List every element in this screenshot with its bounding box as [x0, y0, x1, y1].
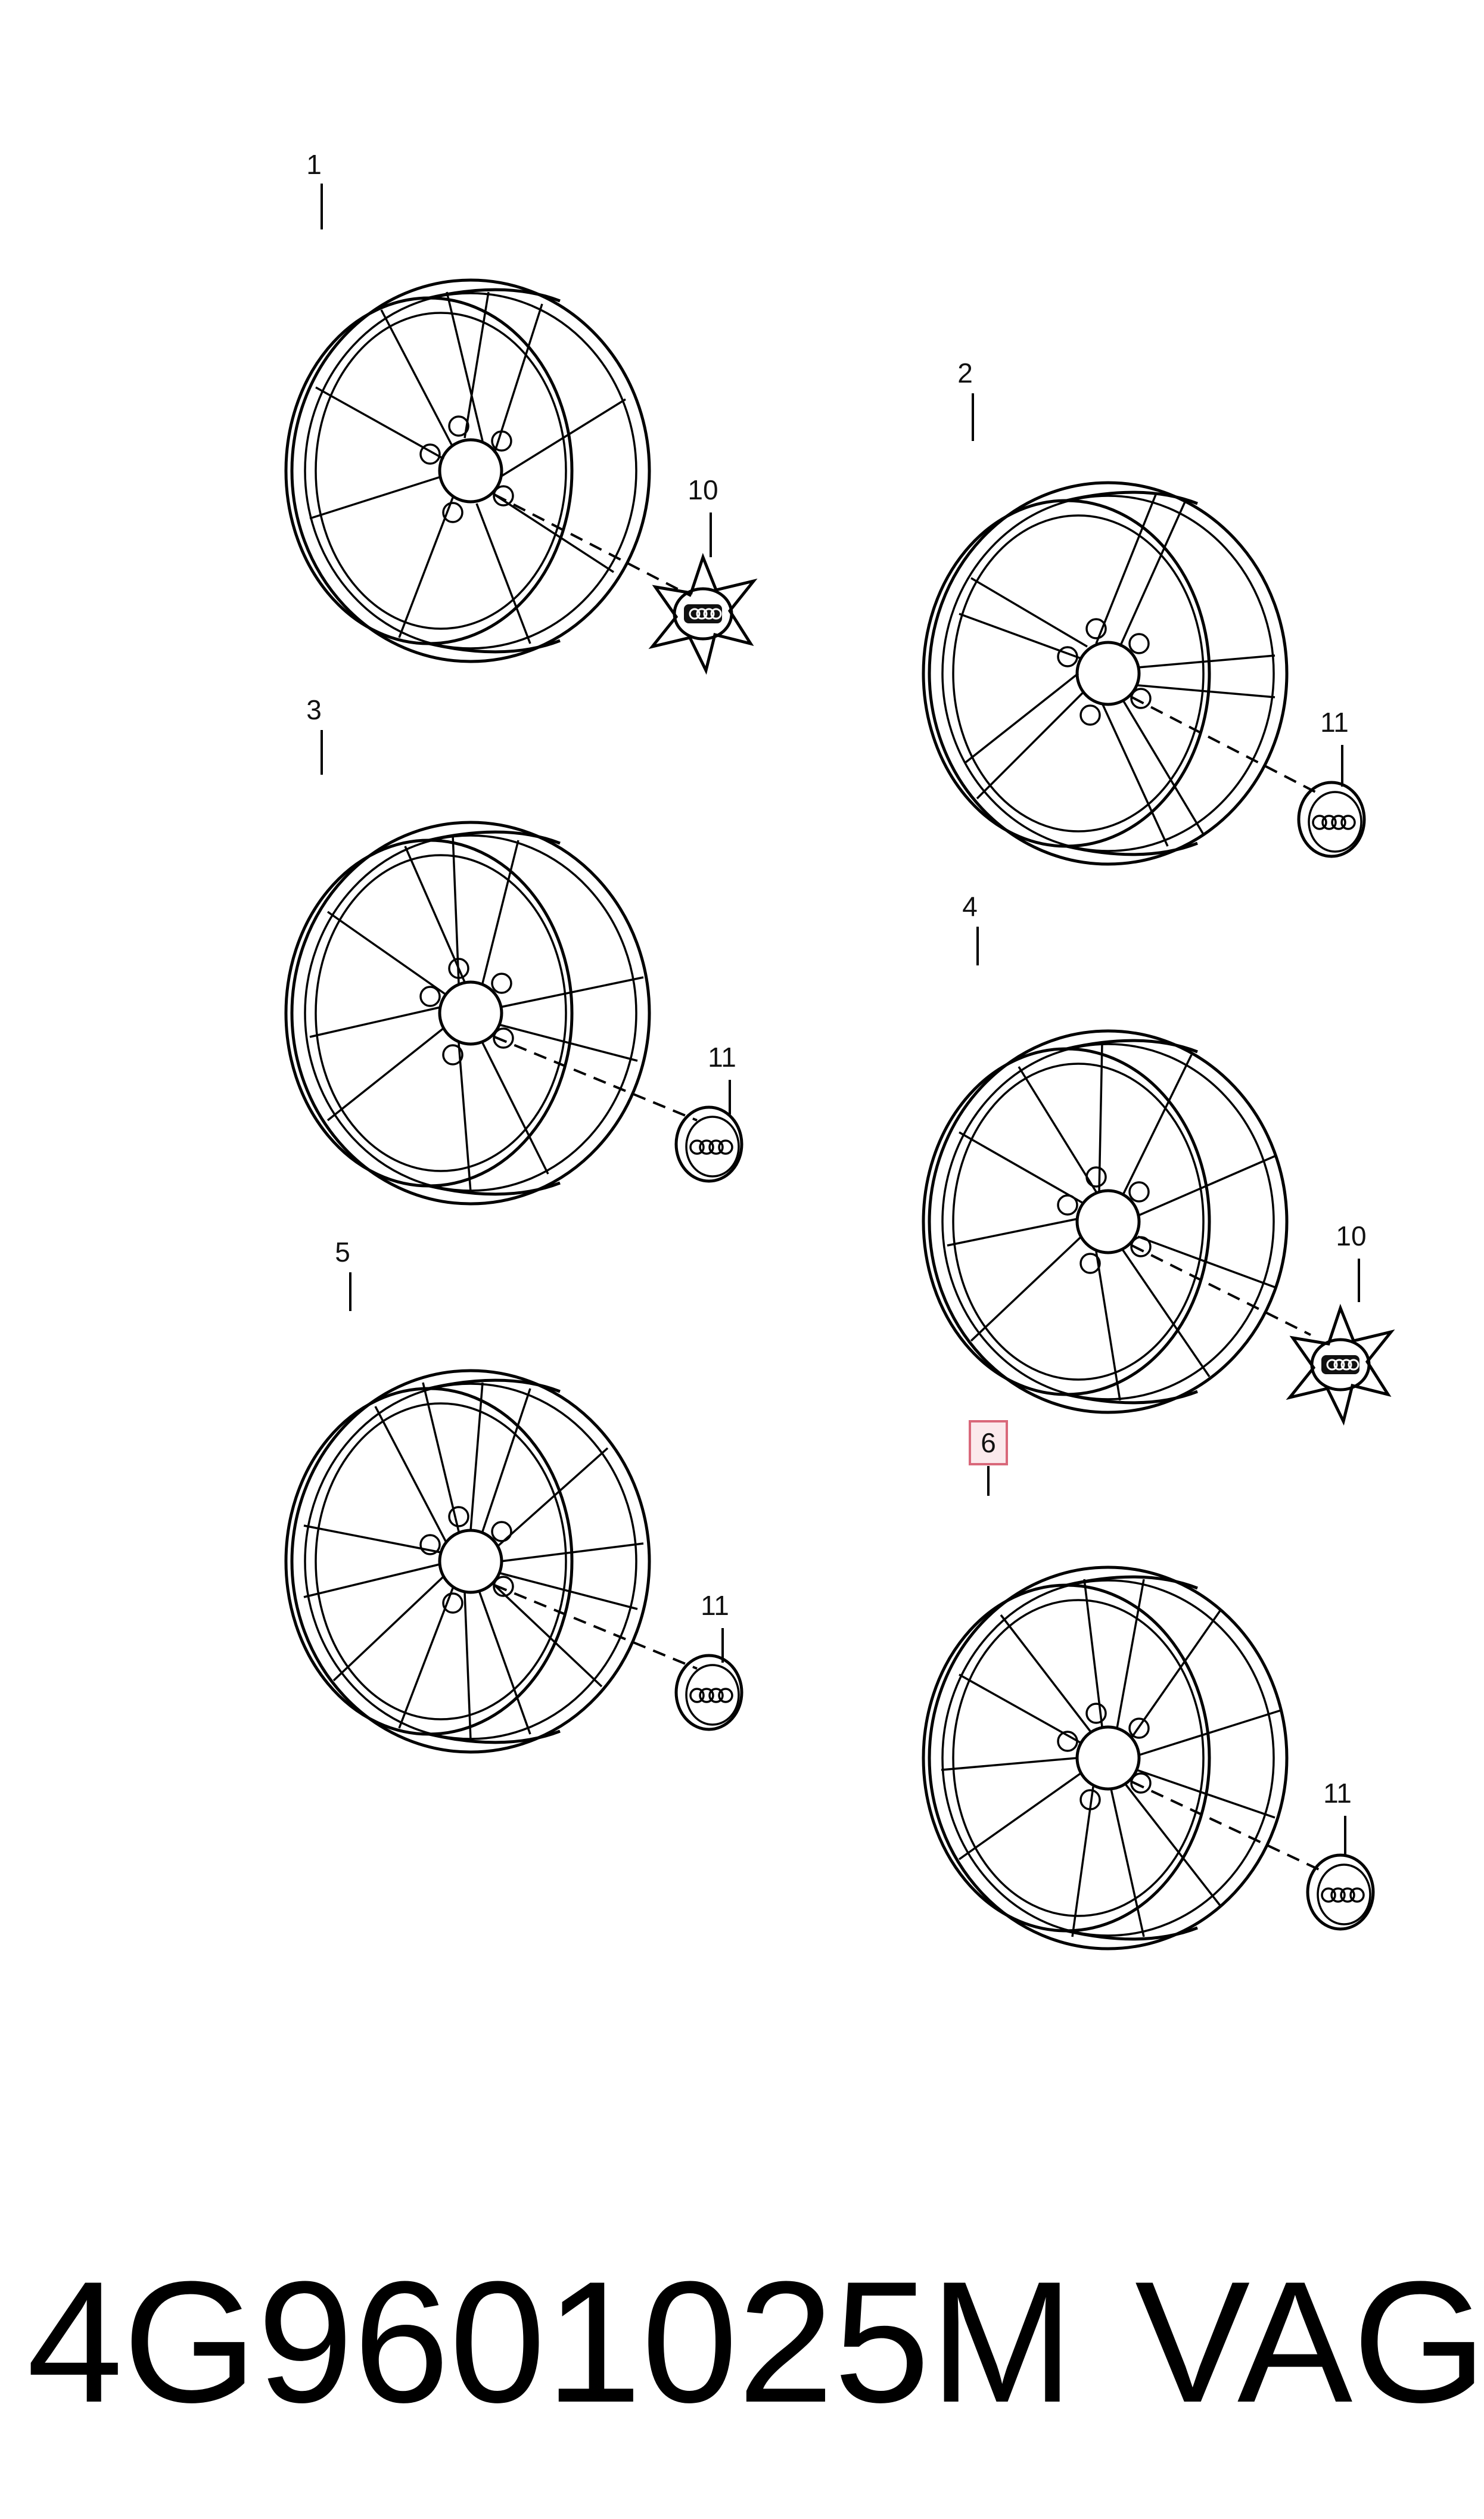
- wheel-6: [923, 1567, 1287, 1949]
- axis-line-4: [1131, 1244, 1311, 1336]
- callout-cap-6: 11: [1323, 1778, 1352, 1809]
- callout-highlight-box: [969, 1420, 1008, 1465]
- callout-wheel-3: 3: [306, 694, 322, 725]
- callout-wheel-6: 6: [981, 1427, 996, 1458]
- center-cap-star-1: [652, 557, 754, 670]
- wheel-2: [923, 483, 1287, 864]
- center-cap-star-4: [1290, 1308, 1391, 1421]
- center-cap-round-3: [676, 1107, 742, 1181]
- axis-line-2: [1131, 696, 1317, 794]
- wheel-3: [286, 822, 649, 1204]
- callout-wheel-5: 5: [335, 1237, 350, 1268]
- center-cap-round-5: [676, 1655, 742, 1729]
- part-number: 4G9601025M: [27, 2245, 1074, 2439]
- callout-cap-2: 11: [1320, 707, 1349, 738]
- axis-line-5: [494, 1584, 698, 1670]
- wheel-5: [286, 1371, 649, 1752]
- brand-label: VAG: [1135, 2245, 1484, 2439]
- callout-cap-4: 10: [1336, 1220, 1366, 1251]
- wheel-4: [923, 1031, 1287, 1412]
- axis-line-6: [1131, 1781, 1323, 1872]
- callout-cap-3: 11: [708, 1042, 736, 1073]
- callout-wheel-4: 4: [962, 891, 978, 922]
- axis-line-1: [494, 493, 692, 597]
- axis-line-3: [494, 1036, 698, 1122]
- callout-cap-1: 10: [687, 474, 718, 505]
- center-cap-round-6: [1308, 1855, 1373, 1929]
- callout-cap-5: 11: [701, 1590, 729, 1621]
- callout-wheel-2: 2: [957, 358, 973, 389]
- center-cap-round-2: [1299, 782, 1364, 856]
- callout-wheel-1: 1: [306, 149, 322, 180]
- wheel-1: [286, 280, 649, 661]
